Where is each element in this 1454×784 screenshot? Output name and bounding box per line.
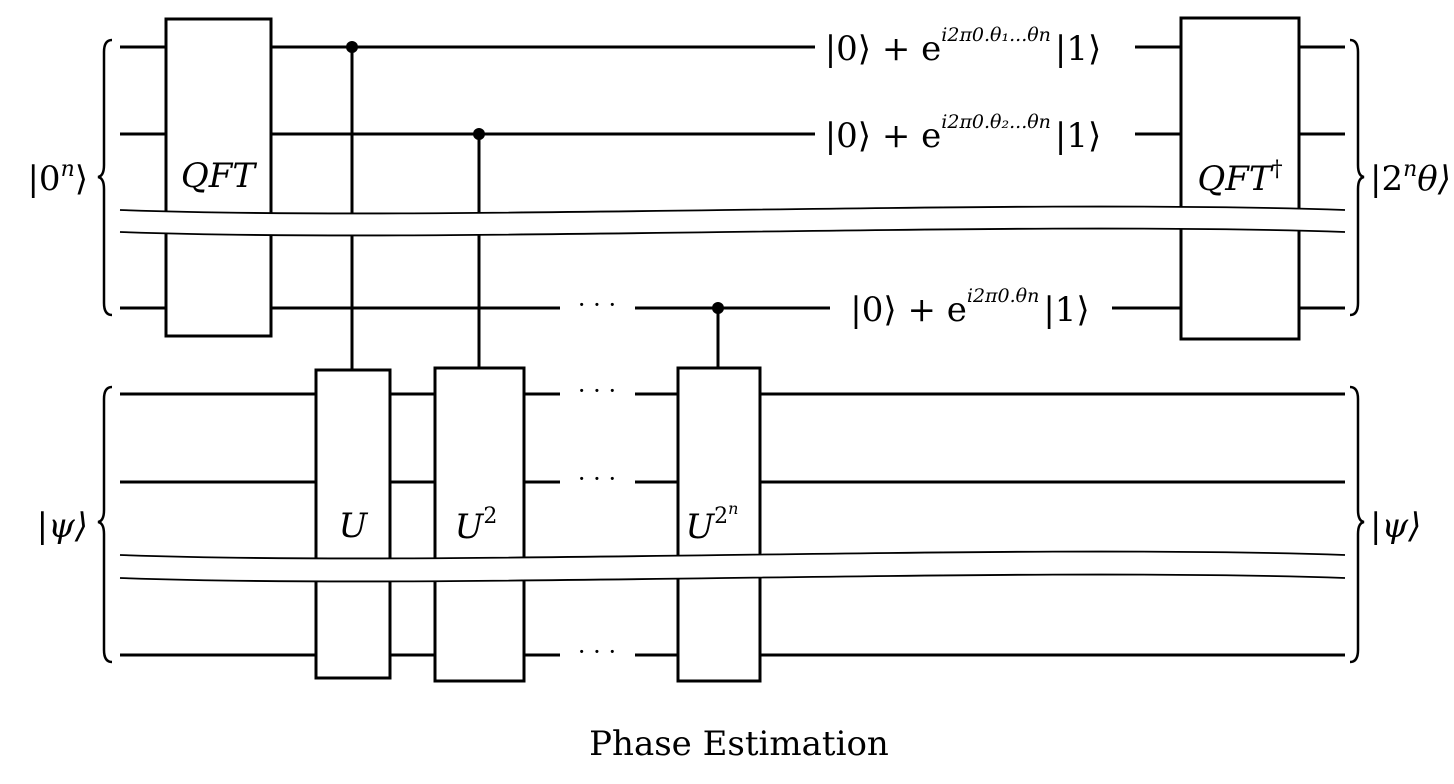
top-register-cut <box>119 205 1346 237</box>
u2n-base: U <box>686 507 716 547</box>
output-top-pre: |2 <box>1370 159 1403 199</box>
state-label-q1: |0⟩ + ei2π0.θ₁...θn|1⟩ <box>825 24 1102 69</box>
qft-dagger-base: QFT <box>1197 159 1273 199</box>
ellipsis-qn: · · · <box>578 291 616 319</box>
u2-base: U <box>455 507 485 547</box>
u2-gate: U2 <box>433 366 526 683</box>
input-top-post: ⟩ <box>75 159 88 199</box>
control-dot-u2 <box>473 128 485 140</box>
control-lines <box>346 41 724 370</box>
state-label-qn: |0⟩ + ei2π0.θn|1⟩ <box>850 285 1089 330</box>
qft-dagger-gate: QFT† <box>1179 16 1301 341</box>
qft-gate: QFT <box>164 17 273 338</box>
output-label-top: |2nθ⟩ <box>1370 157 1451 199</box>
u2n-sup: 2 <box>714 504 728 529</box>
control-dot-un <box>712 302 724 314</box>
ellipses: · · · · · · · · · · · · <box>578 291 616 666</box>
ellipsis-tn: · · · <box>578 638 616 666</box>
u2n-supsup: n <box>728 499 738 518</box>
output-top-post: θ⟩ <box>1417 159 1451 199</box>
bottom-cut-edge-upper <box>119 550 1346 560</box>
input-top-pre: |0 <box>27 159 60 199</box>
state-labels: |0⟩ + ei2π0.θ₁...θn|1⟩ |0⟩ + ei2π0.θ₂...… <box>825 24 1102 330</box>
qft-dagger-gate-label: QFT† <box>1197 157 1282 199</box>
u2-gate-label: U2 <box>455 504 498 547</box>
bottom-register-cut <box>119 550 1346 583</box>
u2n-gate-label: U2n <box>686 499 739 547</box>
bottom-register-wires <box>120 392 1345 657</box>
state-q2-ket1: |1⟩ <box>1055 116 1101 156</box>
state-q2-ket0: |0⟩ + e <box>825 116 942 156</box>
control-dot-u1 <box>346 41 358 53</box>
input-label-bottom: |ψ⟩ <box>37 506 88 546</box>
state-q2-exp: i2π0.θ₂...θn <box>941 111 1051 133</box>
qft-gate-box <box>164 17 273 338</box>
qft-dagger-sup: † <box>1272 157 1283 182</box>
top-cut-edge-upper <box>119 205 1346 215</box>
register-labels: |0n⟩ |ψ⟩ |2nθ⟩ |ψ⟩ <box>27 157 1451 546</box>
brace-right-top <box>1349 38 1365 317</box>
u2n-gate-box <box>676 366 762 683</box>
input-label-top: |0n⟩ <box>27 157 88 199</box>
u-gate: U <box>314 368 392 680</box>
u2-sup: 2 <box>483 504 497 529</box>
state-qn-exp: i2π0.θn <box>967 285 1039 307</box>
brace-left-bottom <box>97 385 113 664</box>
qft-dagger-gate-box <box>1179 16 1301 341</box>
qft-gate-label: QFT <box>181 156 257 196</box>
state-q1-ket0: |0⟩ + e <box>825 29 942 69</box>
bottom-cut-fill <box>120 551 1345 582</box>
state-label-q2: |0⟩ + ei2π0.θ₂...θn|1⟩ <box>825 111 1102 156</box>
u2n-gate: U2n <box>676 366 762 683</box>
output-top-sup: n <box>1403 157 1417 182</box>
top-cut-edge-lower <box>119 227 1346 237</box>
top-register-wires <box>120 45 1345 310</box>
ellipsis-t1: · · · <box>578 377 616 405</box>
bottom-cut-edge-lower <box>119 573 1346 583</box>
u-gate-label: U <box>339 506 369 546</box>
ellipsis-t2: · · · <box>578 465 616 493</box>
state-q1-ket1: |1⟩ <box>1055 29 1101 69</box>
input-top-sup: n <box>61 157 75 182</box>
state-qn-ket0: |0⟩ + e <box>850 290 967 330</box>
u2-gate-box <box>433 366 526 683</box>
brace-right-bottom <box>1349 385 1365 664</box>
braces <box>97 38 1365 664</box>
output-label-bottom: |ψ⟩ <box>1370 506 1421 546</box>
state-q1-exp: i2π0.θ₁...θn <box>941 24 1051 46</box>
u-gate-box <box>314 368 392 680</box>
state-qn-ket1: |1⟩ <box>1043 290 1089 330</box>
brace-left-top <box>97 38 113 317</box>
diagram-caption: Phase Estimation <box>589 724 889 764</box>
